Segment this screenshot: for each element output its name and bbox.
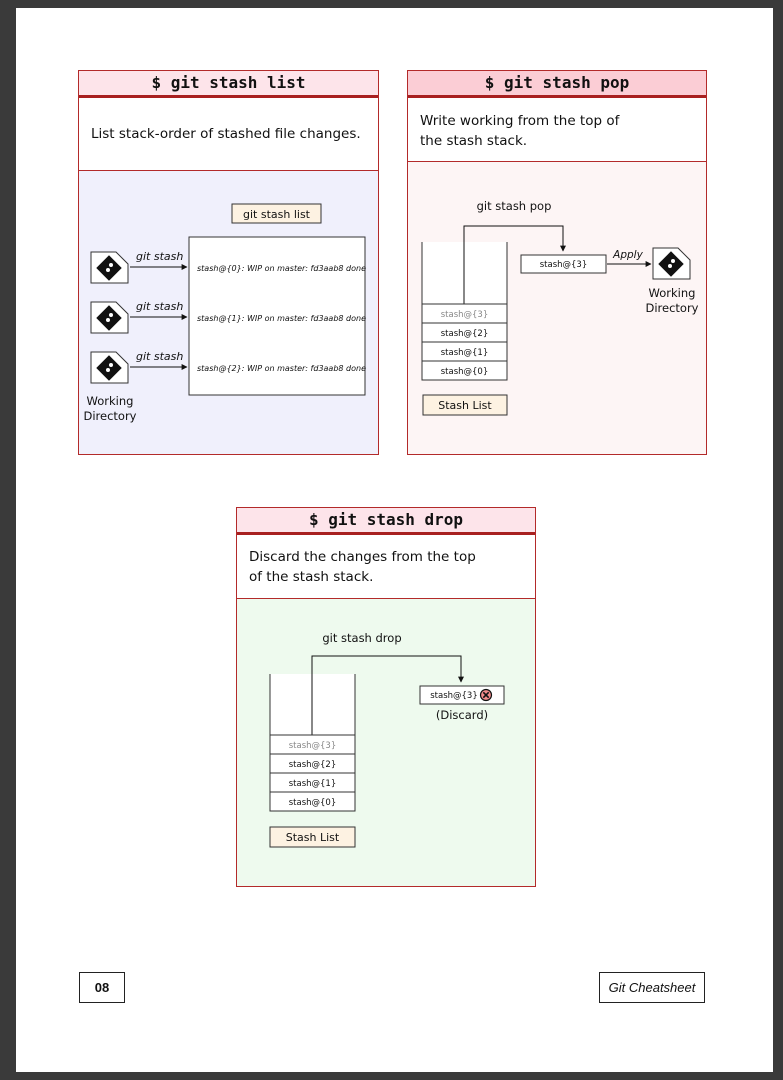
page-number-box: 08 <box>79 972 125 1003</box>
card-description: Discard the changes from the top of the … <box>237 535 535 599</box>
git-repo-icon <box>90 301 129 334</box>
stash-list-box <box>269 826 356 848</box>
diagram-area: git stash drop stash@{3} stash@{2} stash… <box>237 599 535 886</box>
git-repo-icon <box>90 251 129 284</box>
arrow-label: git stash <box>136 300 183 313</box>
card-title: $ git stash list <box>79 71 378 98</box>
document-title: Git Cheatsheet <box>608 980 696 995</box>
description-line: of the stash stack. <box>249 569 374 585</box>
command-box <box>231 203 322 224</box>
stack-item-label: stash@{1} <box>441 348 489 358</box>
stack-item-label: stash@{2} <box>441 329 489 339</box>
dropped-stash-label: stash@{3} <box>430 691 478 701</box>
discard-x-icon <box>479 688 493 702</box>
arrow-label: git stash <box>136 350 183 363</box>
stack-item-label: stash@{1} <box>289 779 337 789</box>
stack-item-label: stash@{3} <box>441 310 489 320</box>
page-number: 08 <box>94 980 110 995</box>
working-directory-label: Directory <box>645 301 698 315</box>
card-title: $ git stash pop <box>408 71 706 98</box>
stack-item-label: stash@{0} <box>289 798 337 808</box>
card-description: Write working from the top of the stash … <box>408 98 706 162</box>
arrow-label: git stash <box>136 250 183 263</box>
description-text: List stack-order of stashed file changes… <box>91 126 361 142</box>
popped-stash-label: stash@{3} <box>540 260 588 270</box>
stash-list-label: Stash List <box>438 399 492 412</box>
card-git-stash-pop: $ git stash pop Write working from the t… <box>407 70 707 455</box>
stack-item <box>269 791 356 812</box>
command-label: git stash drop <box>322 631 401 645</box>
stack-item-label: stash@{0} <box>441 367 489 377</box>
page: $ git stash list List stack-order of sta… <box>16 8 773 1072</box>
stash-list-label: Stash List <box>286 831 340 844</box>
stash-drop-diagram: git stash drop stash@{3} stash@{2} stash… <box>269 631 505 848</box>
diagram-area: git stash pop stash@{3} stash@{2} stash@… <box>408 162 706 454</box>
popped-stash-item <box>520 254 607 274</box>
working-directory-label: Directory <box>83 409 136 423</box>
stack-item-label: stash@{3} <box>289 741 337 751</box>
stash-list-diagram: git stash list git stash stash@{0}: WIP … <box>83 203 366 423</box>
card-description: List stack-order of stashed file changes… <box>79 98 378 171</box>
description-line: Discard the changes from the top <box>249 549 476 565</box>
command-box-label: git stash list <box>243 208 311 221</box>
stash-entry: stash@{2}: WIP on master: fd3aab8 done <box>197 364 366 373</box>
discard-label: (Discard) <box>436 708 488 722</box>
command-label: git stash pop <box>477 199 552 213</box>
document-title-box: Git Cheatsheet <box>599 972 705 1003</box>
git-repo-icon <box>90 351 129 384</box>
card-git-stash-drop: $ git stash drop Discard the changes fro… <box>236 507 536 887</box>
card-git-stash-list: $ git stash list List stack-order of sta… <box>78 70 379 455</box>
apply-label: Apply <box>612 249 643 261</box>
card-title: $ git stash drop <box>237 508 535 535</box>
stash-entries-panel <box>188 236 366 396</box>
stash-entry: stash@{0}: WIP on master: fd3aab8 done <box>197 264 366 273</box>
git-repo-icon <box>652 247 691 280</box>
description-line: Write working from the top of <box>420 113 620 129</box>
working-directory-label: Working <box>87 394 134 408</box>
diagram-area: git stash list git stash stash@{0}: WIP … <box>79 171 378 454</box>
stack-item-label: stash@{2} <box>289 760 337 770</box>
stash-entry: stash@{1}: WIP on master: fd3aab8 done <box>197 314 366 323</box>
working-directory-label: Working <box>649 286 696 300</box>
stash-list-box <box>422 394 508 416</box>
stash-pop-diagram: git stash pop stash@{3} stash@{2} stash@… <box>421 199 699 416</box>
stack-item <box>421 360 508 381</box>
description-line: the stash stack. <box>420 133 528 149</box>
